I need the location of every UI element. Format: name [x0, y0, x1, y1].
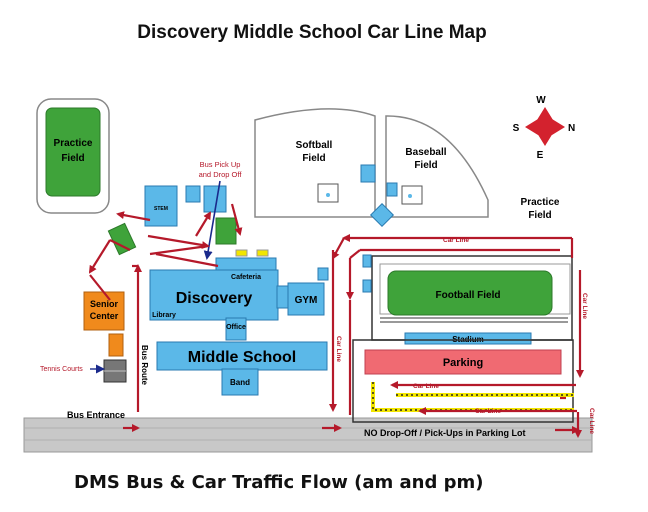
stadium [404, 332, 532, 345]
traffic-arrows [88, 203, 584, 438]
practice-field-right-label-2: Field [528, 210, 551, 221]
map-title: Discovery Middle School Car Line Map [137, 22, 487, 43]
discovery-building [149, 257, 329, 396]
senior-center-label-2: Center [90, 311, 119, 321]
practice-field-left-label-1: Practice [54, 138, 93, 149]
road [23, 417, 593, 453]
gym-label: GYM [295, 295, 318, 306]
compass-top: W [536, 95, 546, 106]
football-field-label: Football Field [436, 290, 501, 301]
compass-right: N [568, 123, 575, 134]
discovery-label: Discovery [176, 290, 253, 307]
library-label: Library [152, 312, 176, 319]
map-footer: DMS Bus & Car Traffic Flow (am and pm) [74, 472, 484, 493]
compass-left: S [513, 123, 520, 134]
car-line-label-top: Car Line [443, 237, 469, 244]
car-line-label-low: Car Line [475, 408, 501, 415]
middle-school-label: Middle School [188, 349, 296, 366]
baseball-label-1: Baseball [405, 147, 446, 158]
softball-label-2: Field [302, 153, 325, 164]
bus-entrance-label: Bus Entrance [67, 410, 125, 420]
parking-lot-outline [352, 339, 574, 423]
football-field [387, 270, 553, 316]
car-line-label-right: Car Line [581, 293, 588, 319]
practice-field-right-label-1: Practice [521, 197, 560, 208]
car-line-label-mid: Car Line [413, 383, 439, 390]
senior-center-label-1: Senior [90, 299, 119, 309]
car-line-label-road: Car Line [588, 408, 595, 434]
baseball-label-2: Field [414, 160, 437, 171]
compass-rose: W N E S [513, 95, 576, 161]
practice-field-left-label-2: Field [61, 153, 84, 164]
parking-area [364, 349, 562, 375]
cafeteria-label: Cafeteria [231, 274, 261, 281]
tennis-courts-label: Tennis Courts [40, 366, 83, 373]
stem-label: STEM [154, 206, 168, 212]
compass-bottom: E [537, 150, 544, 161]
office-label: Office [226, 324, 246, 331]
softball-label-1: Softball [296, 140, 333, 151]
bus-pickup-label-2: and Drop Off [199, 170, 243, 179]
softball-field [254, 108, 376, 218]
band-label: Band [230, 378, 250, 387]
bus-pickup-label-1: Bus Pick Up [200, 160, 241, 169]
bus-route-label: Bus Route [140, 345, 149, 386]
no-drop-off-label: NO Drop-Off / Pick-Ups in Parking Lot [364, 428, 526, 438]
parking-label: Parking [443, 357, 483, 369]
stem-building [144, 185, 178, 227]
car-line-label-left: Car Line [335, 336, 342, 362]
